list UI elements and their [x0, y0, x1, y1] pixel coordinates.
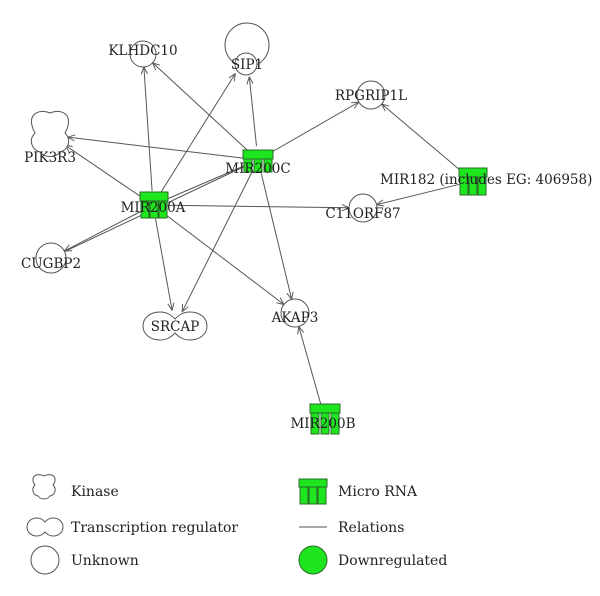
edge-mir200a-to-srcap — [155, 218, 173, 310]
micro-rna-icon — [242, 149, 274, 173]
downregulated-legend-icon — [298, 545, 328, 575]
legend-label: Relations — [338, 520, 404, 536]
micro-rna-legend-icon — [298, 478, 328, 505]
legend-label: Kinase — [71, 484, 119, 500]
edge-mir200c-to-pik3r3 — [68, 137, 245, 159]
legend-item-transcription-regulator: Transcription regulator — [26, 517, 238, 537]
legend-label: Micro RNA — [338, 484, 418, 500]
unknown-node-icon — [35, 242, 67, 274]
node-label: MIR182 (includes EG: 406958) — [380, 172, 592, 188]
edge-mir182-to-c11orf87 — [377, 183, 460, 204]
legend-item-kinase: Kinase — [32, 474, 119, 500]
edge-mir200a-to-klhdc10 — [144, 67, 153, 192]
edge-mir200a-to-mir200c — [165, 165, 246, 200]
node-label: RPGRIP1L — [335, 88, 407, 104]
unknown-node-icon — [234, 52, 258, 76]
node-label: PIK3R3 — [24, 150, 76, 166]
kinase-legend-icon — [32, 474, 56, 500]
edge-mir200a-to-pik3r3 — [65, 145, 142, 198]
edge-mir200a-to-akap3 — [163, 213, 284, 305]
legend-label: Transcription regulator — [71, 520, 238, 536]
legend-label: Downregulated — [338, 553, 447, 569]
legend-item-downregulated: Downregulated — [298, 545, 447, 575]
node-label: MIR200A — [121, 200, 186, 216]
node-label: CUGBP2 — [21, 256, 81, 272]
unknown-node-icon — [348, 193, 378, 223]
micro-rna-icon — [458, 167, 488, 196]
node-label: MIR200C — [225, 161, 290, 177]
unknown-node-icon — [129, 40, 157, 68]
micro-rna-icon — [309, 403, 341, 435]
node-mir182[interactable]: MIR182 (includes EG: 406958) — [380, 167, 592, 196]
kinase-node-icon — [30, 110, 70, 157]
node-label: KLHDC10 — [108, 43, 177, 59]
unknown-node-icon — [356, 80, 386, 110]
node-label: MIR200B — [290, 416, 355, 432]
node-akap3[interactable]: AKAP3 — [271, 298, 319, 328]
node-label: AKAP3 — [271, 310, 319, 326]
node-mir200b[interactable]: MIR200B — [290, 403, 356, 435]
node-c11orf87[interactable]: C11ORF87 — [325, 193, 401, 223]
edge-mir200c-to-srcap — [182, 172, 253, 312]
edge-mir200a-to-sip1 — [159, 74, 235, 194]
node-klhdc10[interactable]: KLHDC10 — [108, 40, 178, 68]
legend: Kinase Transcription regulator Unknown M… — [26, 474, 447, 575]
edges-layer — [64, 63, 463, 404]
node-label: C11ORF87 — [325, 206, 400, 222]
legend-item-relations: Relations — [299, 520, 404, 536]
node-mir200a[interactable]: MIR200A — [121, 191, 186, 219]
micro-rna-icon — [139, 191, 169, 219]
legend-item-unknown: Unknown — [30, 545, 139, 575]
edge-mir200c-to-akap3 — [260, 173, 291, 300]
legend-label: Unknown — [71, 553, 139, 569]
edge-mir200c-to-sip1 — [249, 77, 257, 147]
edge-mir200a-to-c11orf87 — [166, 205, 349, 208]
transcription-regulator-legend-icon — [26, 517, 64, 537]
edge-mir200c-to-rpgrip1l — [269, 102, 359, 154]
node-label: SIP1 — [231, 57, 263, 73]
edge-mir200a-to-cugbp2 — [64, 211, 141, 252]
node-srcap[interactable]: SRCAP — [142, 311, 208, 341]
node-rpgrip1l[interactable]: RPGRIP1L — [335, 80, 407, 110]
edge-mir200b-to-akap3 — [299, 327, 322, 404]
edge-mir200c-to-klhdc10 — [153, 63, 249, 151]
transcription-regulator-icon — [142, 311, 208, 341]
node-cugbp2[interactable]: CUGBP2 — [21, 242, 81, 274]
node-label: SRCAP — [151, 319, 200, 335]
node-sip1[interactable]: SIP1 — [224, 22, 270, 76]
legend-item-micro-rna: Micro RNA — [298, 478, 418, 505]
node-pik3r3[interactable]: PIK3R3 — [24, 110, 76, 166]
edge-mir182-to-rpgrip1l — [382, 104, 463, 173]
unknown-node-icon — [280, 298, 310, 328]
unknown-legend-icon — [30, 545, 60, 575]
node-mir200c[interactable]: MIR200C — [225, 149, 291, 177]
